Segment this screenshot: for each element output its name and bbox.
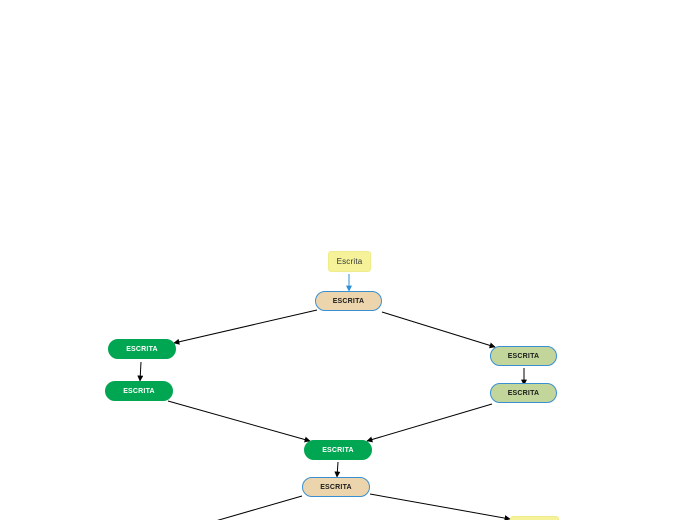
note-lower-right[interactable] <box>510 516 559 520</box>
connector-bottom-to-lower-left <box>217 495 303 520</box>
node-escrita-right-2[interactable]: ESCRITA <box>490 383 557 403</box>
node-escrita-bottom[interactable]: ESCRITA <box>302 477 370 497</box>
node-escrita-root[interactable]: ESCRITA <box>315 291 382 311</box>
connector-root-to-right-1 <box>381 311 496 349</box>
connector-merge-to-bottom <box>334 461 341 478</box>
connector-left-1-to-left-2 <box>137 361 144 382</box>
note-escrita-top[interactable]: Escrita <box>328 251 371 272</box>
node-escrita-left-2[interactable]: ESCRITA <box>105 381 173 401</box>
node-escrita-right-1[interactable]: ESCRITA <box>490 346 557 366</box>
node-escrita-merge[interactable]: ESCRITA <box>304 440 372 460</box>
connector-root-to-left-1 <box>173 309 318 345</box>
connector-bottom-to-lower-right <box>369 493 511 520</box>
connector-right-2-to-merge <box>366 403 493 443</box>
connector-left-2-to-merge <box>167 400 311 443</box>
node-escrita-left-1[interactable]: ESCRITA <box>108 339 176 359</box>
